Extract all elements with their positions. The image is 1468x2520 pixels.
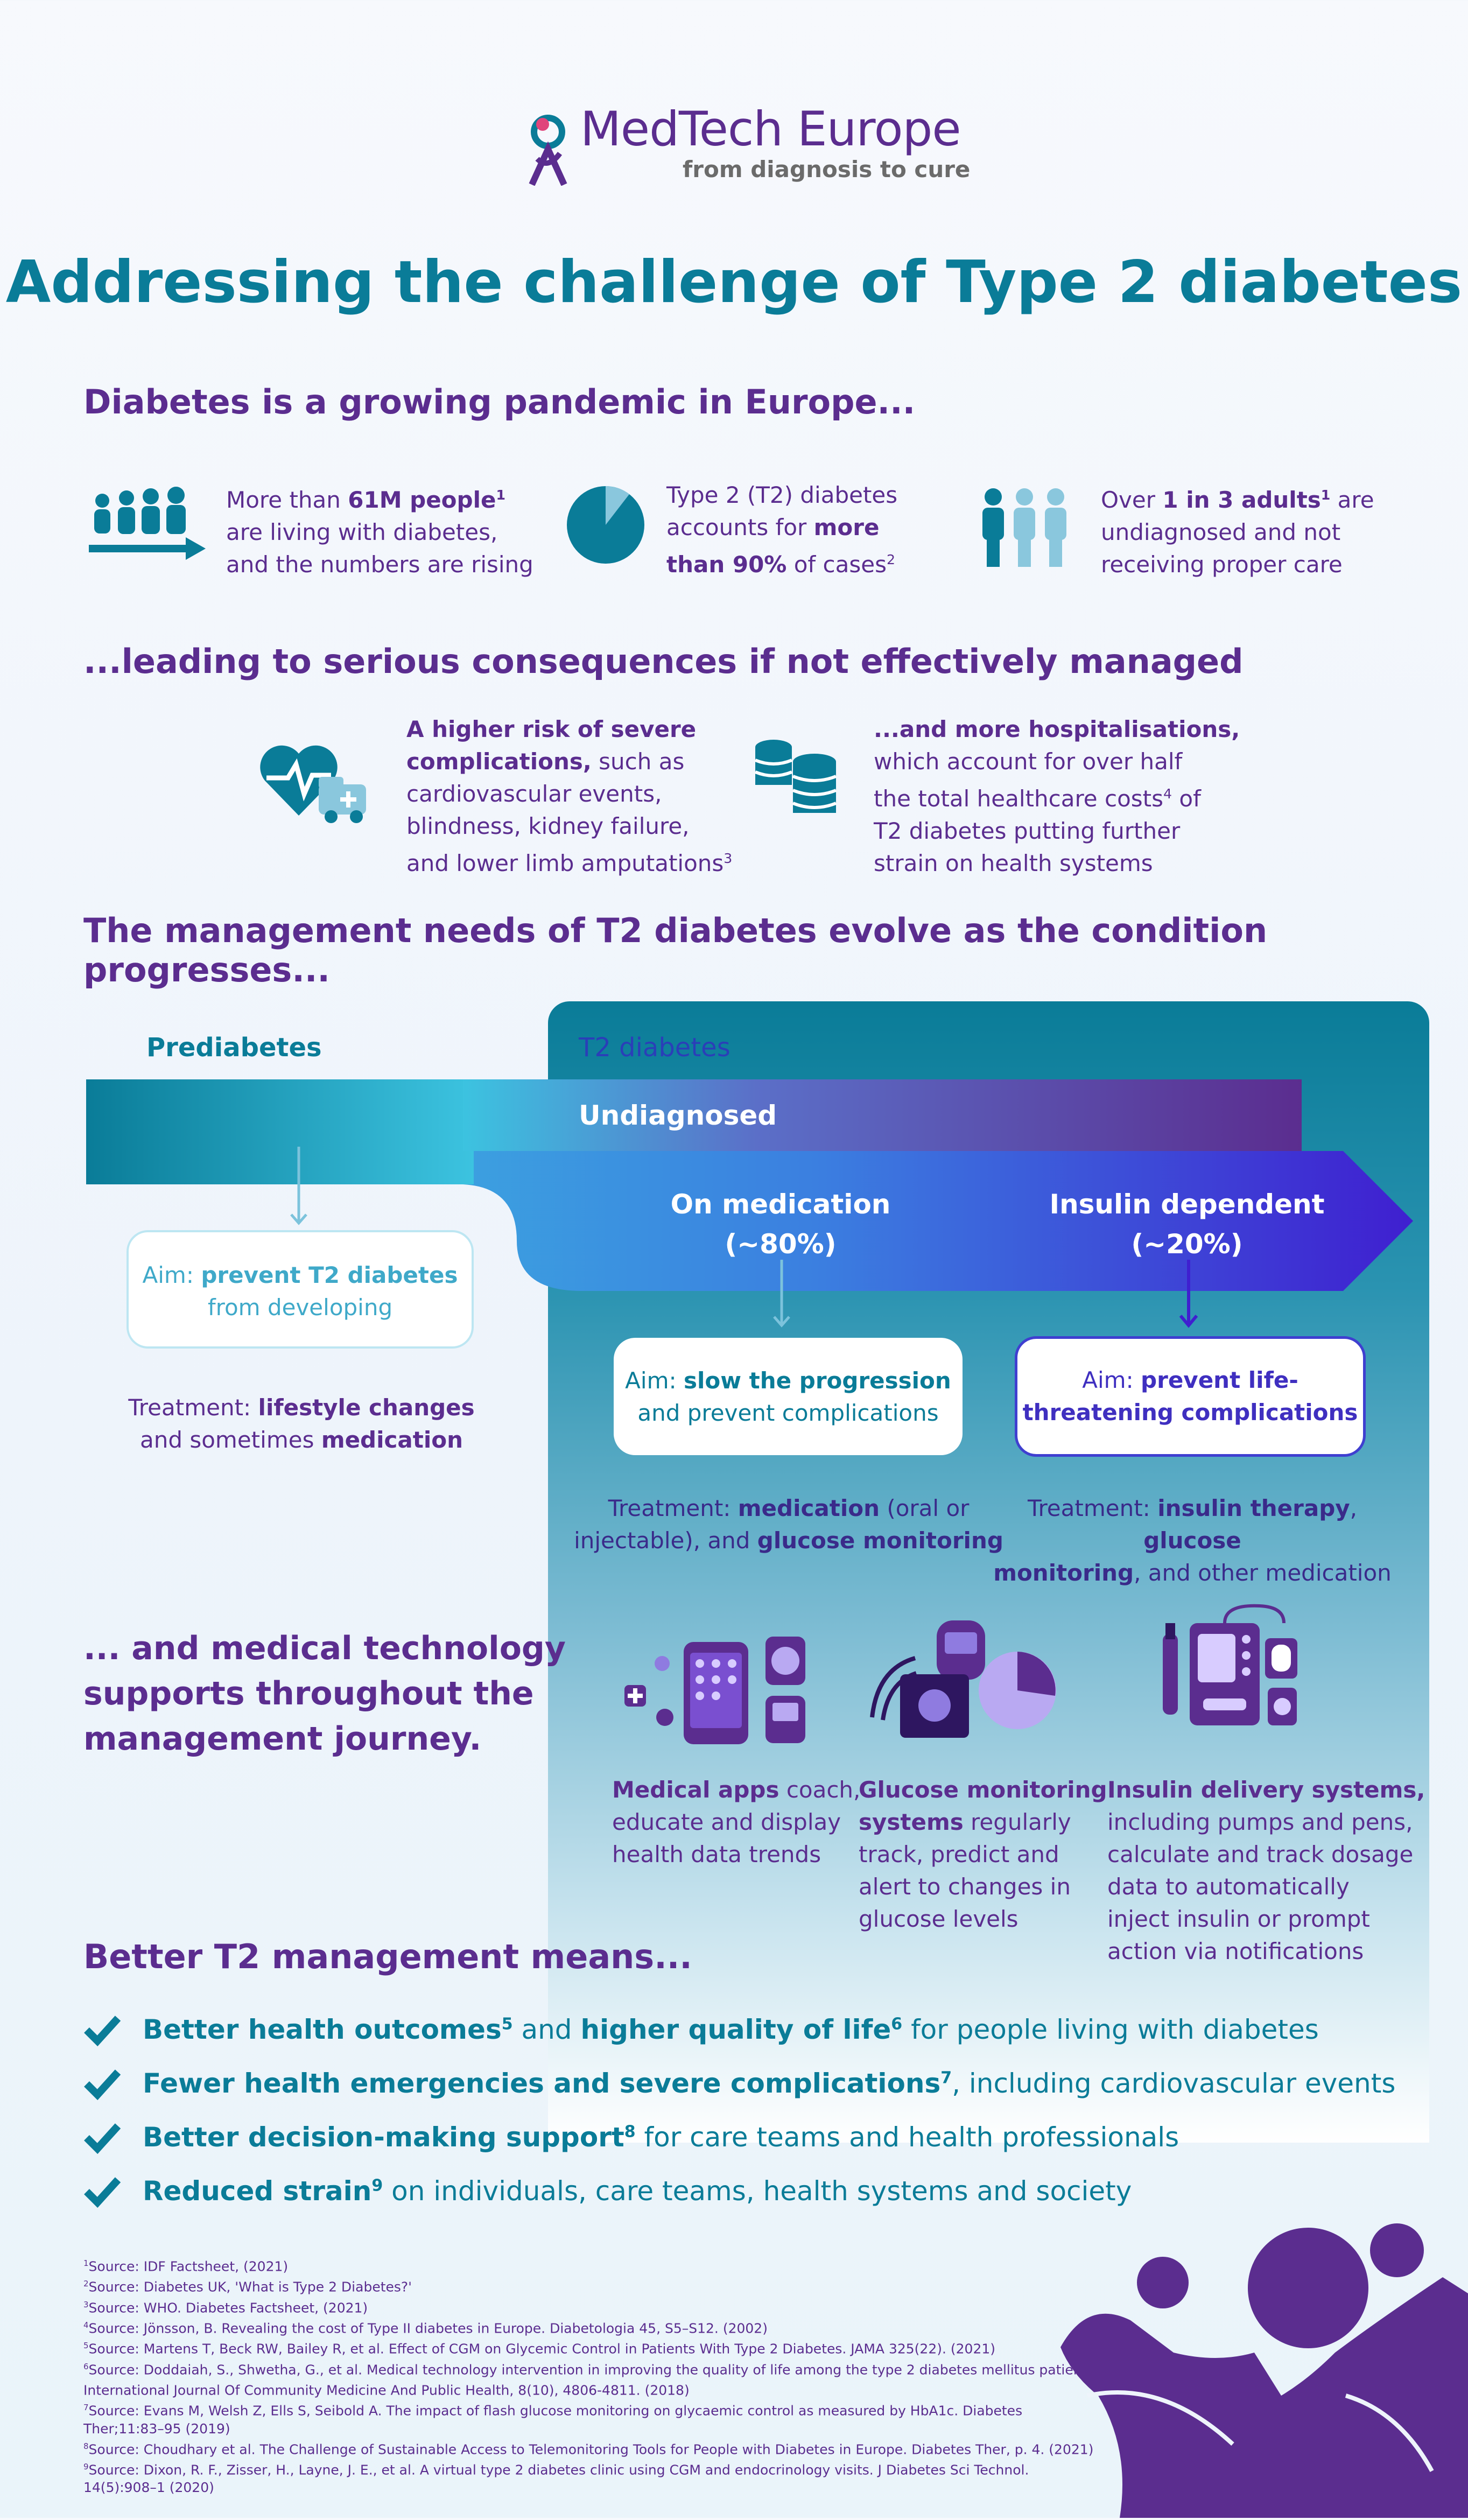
treatment-insulin: Treatment: insulin therapy, glucose moni… [993,1495,1392,1586]
checkmark-icon [84,2016,121,2047]
coin-stacks-icon [751,738,845,821]
pie-chart-icon [565,485,646,565]
footnote: 5Source: Martens T, Beck RW, Bailey R, e… [83,2341,996,2357]
footnote: International Journal Of Community Medic… [83,2382,690,2398]
treatment-on-medication: Treatment: medication (oral or injectabl… [574,1495,1003,1554]
three-people-icon [977,487,1071,568]
footnote: 3Source: WHO. Diabetes Factsheet, (2021) [83,2299,368,2315]
consequence-complications: A higher risk of severe complications, s… [406,716,733,876]
footnote: 2Source: Diabetes UK, 'What is Type 2 Di… [83,2279,412,2295]
stat-people-living: More than 61M people1 are living with di… [226,487,533,578]
checkmark-icon [84,2123,121,2154]
people-arrow-icon [86,485,207,565]
footnote: 8Source: Choudhary et al. The Challenge … [83,2441,1094,2457]
footnote: 7Source: Evans M, Welsh Z, Ells S, Seibo… [83,2403,1023,2437]
benefit-item: Better health outcomes5 and higher quali… [83,2003,1395,2056]
checkmark-icon [84,2177,121,2208]
checkmark-icon [84,2069,121,2101]
medtech-heading: ... and medical technology supports thro… [83,1630,566,1758]
aim-box-on-medication: Aim: slow the progression and prevent co… [614,1338,963,1455]
medtech-logo-icon [526,110,570,186]
stage-t2-diabetes: T2 diabetes [579,1033,731,1063]
glucose-monitor-icon [867,1615,1060,1739]
stage-on-medication: On medication (~80%) [670,1189,891,1260]
aim-box-prediabetes: Aim: prevent T2 diabetes from developing [127,1230,474,1349]
benefit-item: Fewer health emergencies and severe comp… [83,2056,1395,2110]
footnote: 9Source: Dixon, R. F., Zisser, H., Layne… [83,2461,1029,2496]
benefit-item: Reduced strain9 on individuals, care tea… [83,2164,1395,2218]
arrow-down-icon [288,1147,310,1227]
footnote: 4Source: Jönsson, B. Revealing the cost … [83,2320,768,2336]
stage-insulin-dependent: Insulin dependent (~20%) [1049,1189,1325,1260]
section-heading-better-management: Better T2 management means... [83,1937,692,1976]
page-title: Addressing the challenge of Type 2 diabe… [5,249,1463,316]
stage-prediabetes: Prediabetes [146,1033,322,1063]
section-heading-pandemic: Diabetes is a growing pandemic in Europe… [83,382,916,422]
arrow-down-icon [1178,1260,1199,1330]
footnote: 6Source: Doddaiah, S., Shwetha, G., et a… [83,2361,1099,2377]
medical-apps-icon [624,1631,807,1744]
benefits-list: Better health outcomes5 and higher quali… [83,2003,1395,2218]
brand-tagline: from diagnosis to cure [683,156,971,182]
brand-name: MedTech Europe [580,101,961,157]
treatment-prediabetes: Treatment: lifestyle changes and sometim… [128,1394,475,1453]
footnotes: 1Source: IDF Factsheet, (2021) 2Source: … [83,2255,1106,2496]
aim-box-insulin: Aim: prevent life- threatening complicat… [1015,1336,1366,1457]
footnote: 1Source: IDF Factsheet, (2021) [83,2258,289,2275]
tech-insulin-delivery: Insulin delivery systems, including pump… [1107,1777,1425,1964]
stage-undiagnosed: Undiagnosed [579,1100,777,1131]
tech-medical-apps: Medical apps coach, educate and display … [612,1777,861,1868]
stat-type2-share: Type 2 (T2) diabetes accounts for more t… [666,482,898,578]
benefit-item: Better decision-making support8 for care… [83,2110,1395,2164]
tech-glucose-monitoring: Glucose monitoring systems regularly tra… [859,1777,1107,1932]
stat-undiagnosed: Over 1 in 3 adults1 are undiagnosed and … [1101,487,1374,578]
family-silhouette-icon [1055,2218,1468,2518]
section-heading-management-needs: The management needs of T2 diabetes evol… [83,911,1268,989]
progression-band [86,1079,1416,1295]
consequence-hospitalisations: ...and more hospitalisations, which acco… [874,716,1240,876]
heart-ambulance-icon [258,735,371,826]
insulin-pump-icon [1160,1602,1300,1731]
arrow-down-icon [771,1260,792,1330]
section-heading-consequences: ...leading to serious consequences if no… [83,642,1244,681]
